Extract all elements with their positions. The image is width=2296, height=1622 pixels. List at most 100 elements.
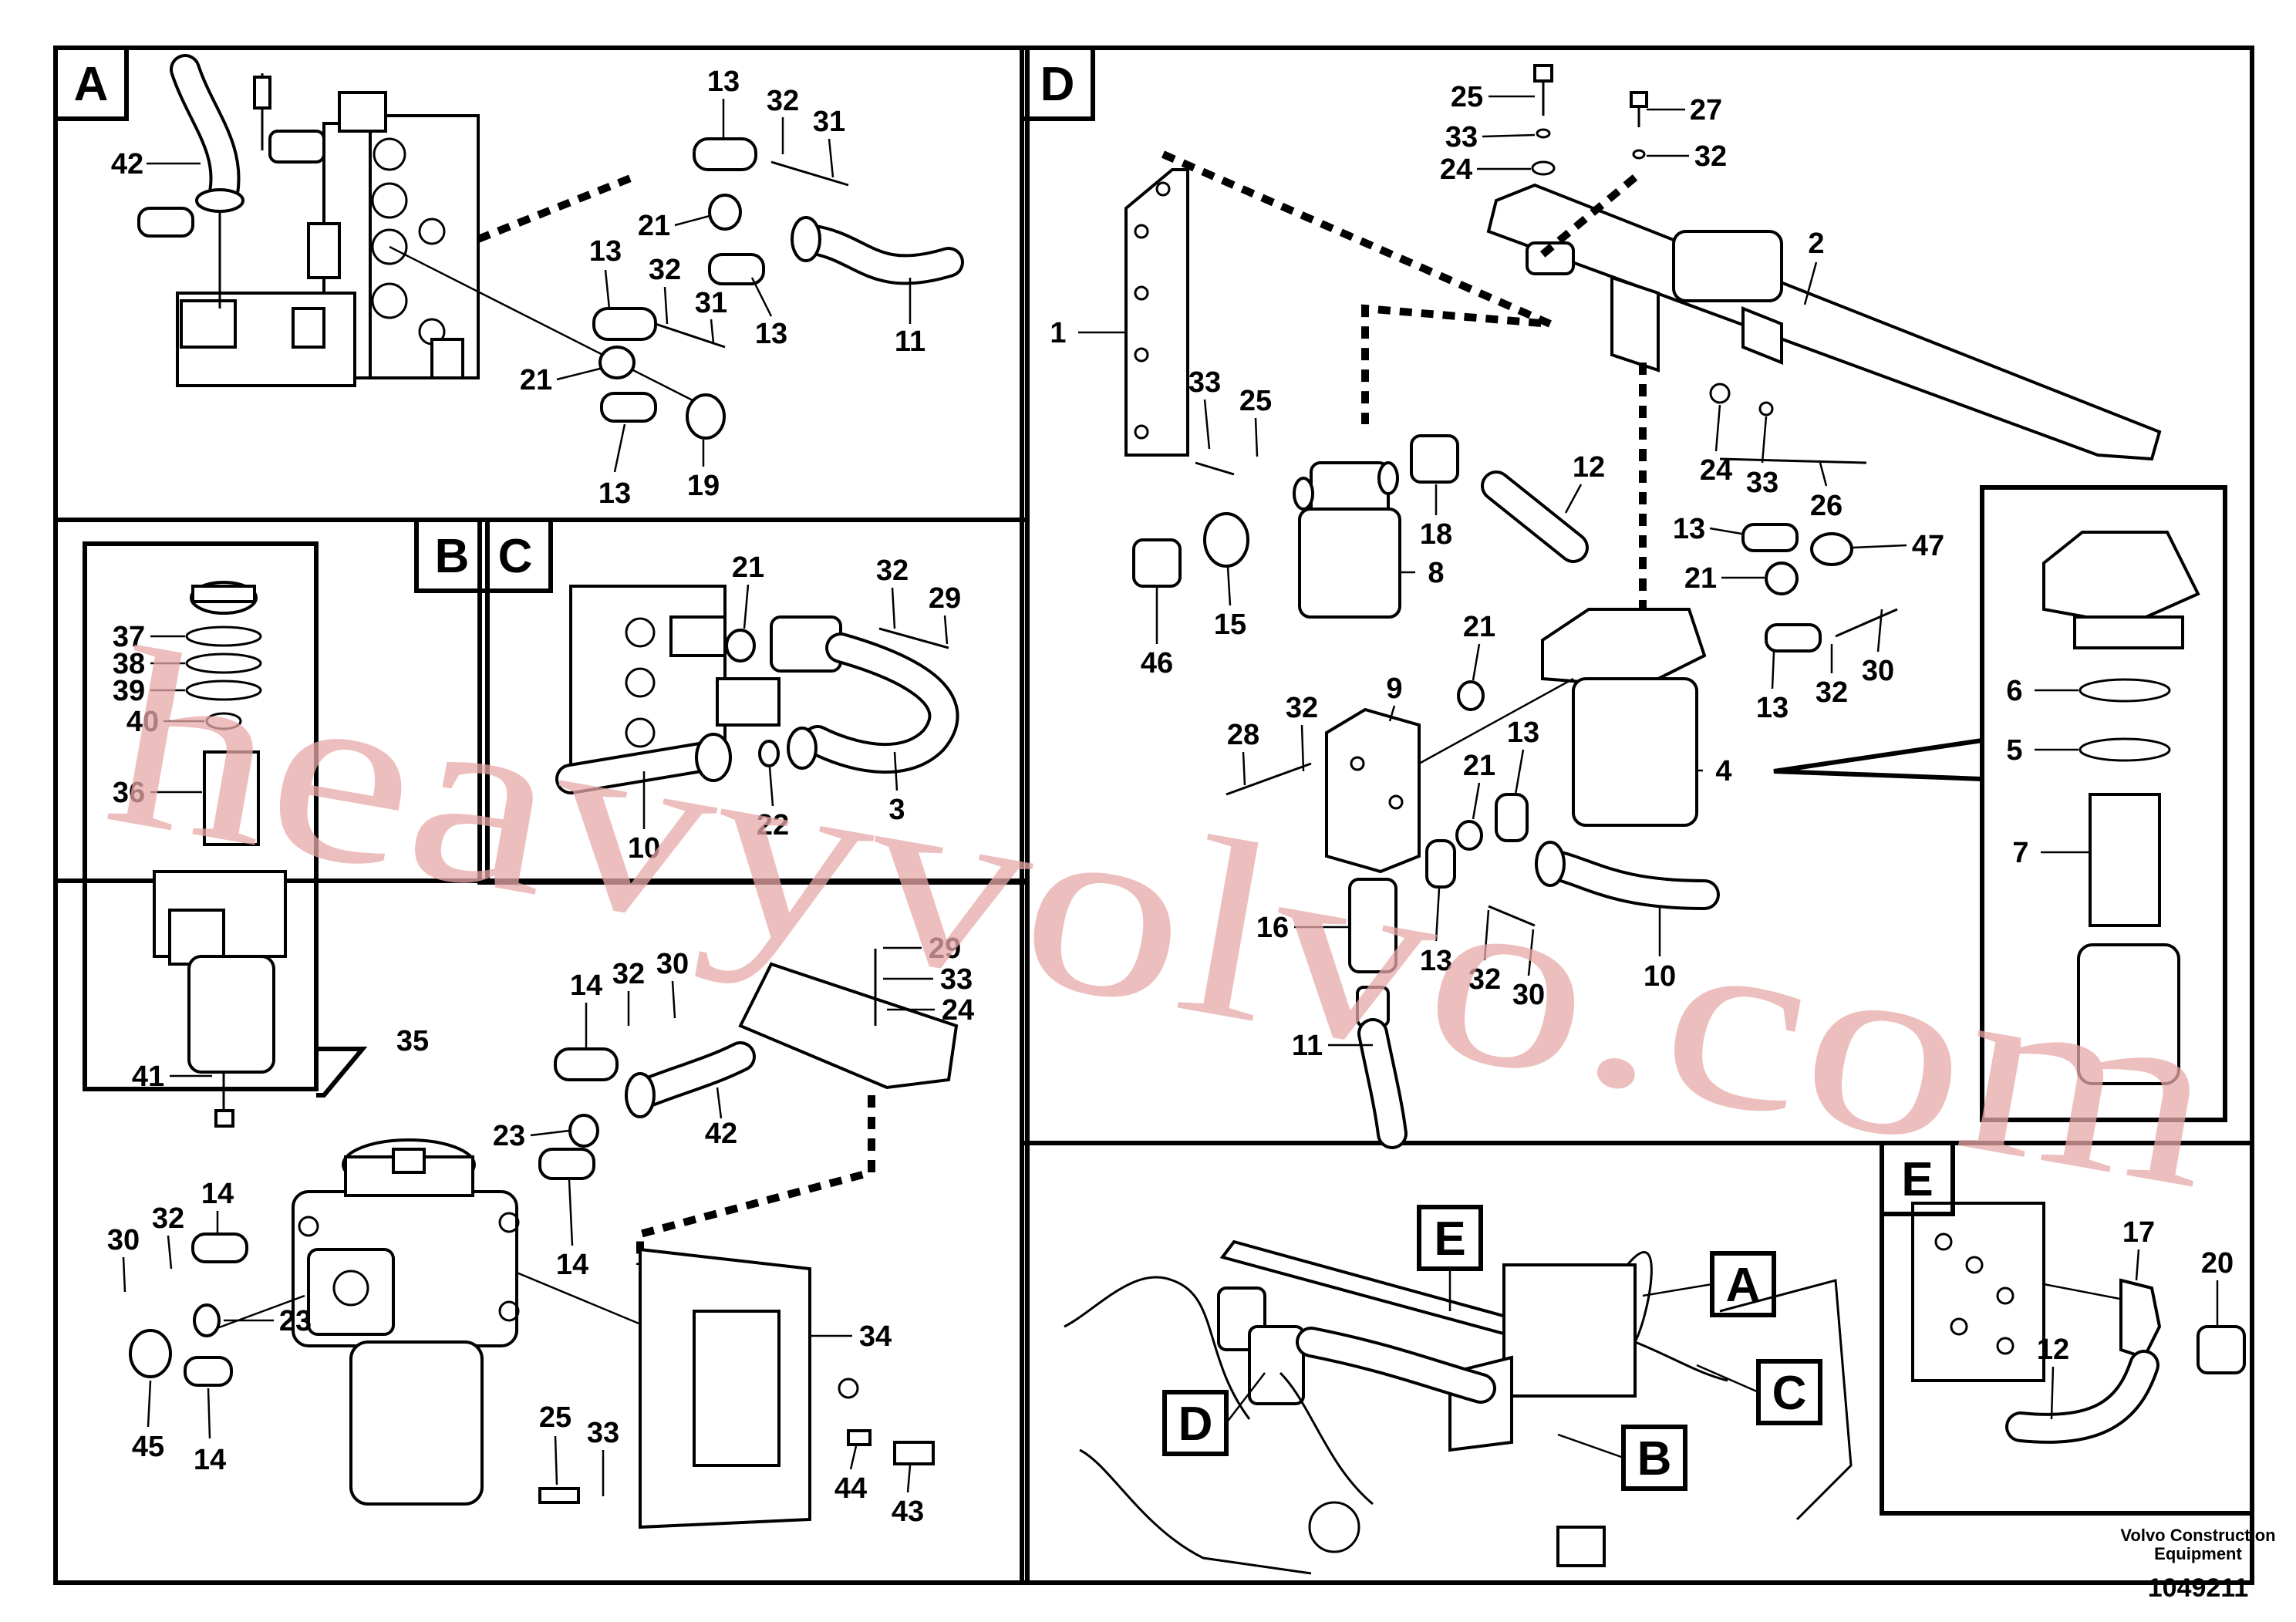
callout: 33 xyxy=(1445,121,1478,153)
callout: 36 xyxy=(113,777,145,809)
callout: 8 xyxy=(1428,557,1444,589)
callout: 17 xyxy=(2122,1216,2155,1249)
overview-tag-c: C xyxy=(1772,1367,1807,1420)
callout: 13 xyxy=(755,318,787,350)
split-flange-13-d-mid xyxy=(1765,623,1822,653)
adapter-18 xyxy=(1410,434,1459,484)
callout: 32 xyxy=(152,1202,184,1235)
split-flange-13-mid xyxy=(708,253,765,285)
callout: 37 xyxy=(113,621,145,653)
callout: 34 xyxy=(859,1320,892,1353)
dashed-route-d1 xyxy=(1161,150,1553,424)
callout: 42 xyxy=(111,148,143,180)
split-flange-14-a xyxy=(191,1233,248,1263)
panel-a xyxy=(137,54,964,440)
callout: 10 xyxy=(628,832,660,865)
callouts-panel-c: 21 32 29 10 22 3 xyxy=(628,551,961,865)
callout: 33 xyxy=(940,963,973,996)
plug-45 xyxy=(129,1329,172,1378)
callout: 7 xyxy=(2012,837,2028,869)
callout: 20 xyxy=(2201,1247,2234,1280)
callout: 26 xyxy=(1810,490,1843,522)
tag-c: C xyxy=(498,530,533,583)
callout: 13 xyxy=(589,235,622,268)
panel-d xyxy=(1124,64,2227,1149)
fitting-15 xyxy=(1203,512,1249,568)
fitting-16 xyxy=(1348,878,1397,973)
tag-b: B xyxy=(435,530,470,583)
overview-tag-d: D xyxy=(1178,1398,1213,1451)
callout: 40 xyxy=(126,706,159,738)
callouts-panel-e: 17 20 12 xyxy=(2037,1216,2234,1420)
callouts-panel-d: 25 27 33 32 24 2 1 33 25 12 18 24 33 26 … xyxy=(1050,81,2089,1062)
callout: 24 xyxy=(1700,454,1732,487)
nut-46 xyxy=(1132,538,1182,588)
panel-tags: A B C D E E A C D B xyxy=(53,46,1955,1485)
split-flange-13-top xyxy=(693,137,757,171)
company-line-1: Volvo Construction xyxy=(2120,1526,2275,1545)
callout: 42 xyxy=(705,1118,737,1150)
split-flange-clamp xyxy=(137,207,194,238)
callout: 24 xyxy=(942,994,974,1027)
callout: 25 xyxy=(1239,385,1272,417)
panel-b xyxy=(83,541,959,1529)
callout: 41 xyxy=(132,1061,164,1093)
callout: 13 xyxy=(707,66,740,98)
overview-tag-b: B xyxy=(1637,1432,1672,1485)
o-ring-21-bottom xyxy=(598,346,636,379)
filter-inset-frame xyxy=(1980,485,2227,1122)
callout: 4 xyxy=(1715,755,1731,787)
callout: 29 xyxy=(929,582,961,615)
callout: 32 xyxy=(649,254,681,286)
callout: 14 xyxy=(201,1178,234,1210)
o-ring-23-a xyxy=(193,1303,221,1337)
o-ring-21-top xyxy=(708,194,742,231)
callout: 23 xyxy=(279,1305,312,1337)
filter-detail-frame xyxy=(83,541,319,1091)
overview-tag-e: E xyxy=(1434,1212,1465,1266)
callout: 11 xyxy=(1292,1030,1323,1062)
seal-47 xyxy=(1810,532,1853,566)
callout: 30 xyxy=(1862,655,1894,687)
callout: 21 xyxy=(1463,750,1495,782)
callout: 30 xyxy=(656,948,689,980)
callout: 32 xyxy=(767,85,799,117)
bracket-plate-b xyxy=(738,962,959,1090)
callout: 14 xyxy=(556,1249,588,1281)
callout: 29 xyxy=(929,932,961,965)
callout: 38 xyxy=(113,648,145,680)
cap-20 xyxy=(2197,1325,2246,1374)
overview-control-valve xyxy=(1502,1263,1637,1398)
callout: 3 xyxy=(888,794,905,826)
callout: 21 xyxy=(732,551,764,584)
callout: 12 xyxy=(1573,451,1605,484)
callout: 15 xyxy=(1214,609,1246,641)
o-ring-21-c xyxy=(725,629,756,663)
callout: 44 xyxy=(834,1472,867,1505)
callout: 43 xyxy=(892,1496,924,1528)
callout: 21 xyxy=(638,210,670,242)
callout: 33 xyxy=(1188,366,1221,399)
callout: 11 xyxy=(895,325,925,358)
callout: 21 xyxy=(520,364,552,396)
dashed-route-a xyxy=(477,174,634,243)
callout: 5 xyxy=(2006,734,2022,767)
valve-block-9 xyxy=(1325,707,1421,874)
callout: 9 xyxy=(1386,673,1402,705)
split-flange-14-c xyxy=(538,1148,595,1180)
callout: 19 xyxy=(687,470,720,502)
callout: 33 xyxy=(1746,467,1778,499)
panel-e xyxy=(1911,1202,2246,1444)
callout: 6 xyxy=(2006,675,2022,707)
callout: 12 xyxy=(2037,1334,2069,1366)
split-flange-13-d-top xyxy=(1741,523,1799,552)
o-ring-22 xyxy=(758,740,780,767)
callout: 24 xyxy=(1440,153,1472,186)
callout: 45 xyxy=(132,1431,164,1463)
split-flange-14-d xyxy=(554,1047,619,1081)
filter-bowl-35 xyxy=(349,1340,484,1506)
callout: 10 xyxy=(1644,960,1676,993)
callout: 1 xyxy=(1050,317,1066,349)
callout: 13 xyxy=(1673,513,1705,545)
